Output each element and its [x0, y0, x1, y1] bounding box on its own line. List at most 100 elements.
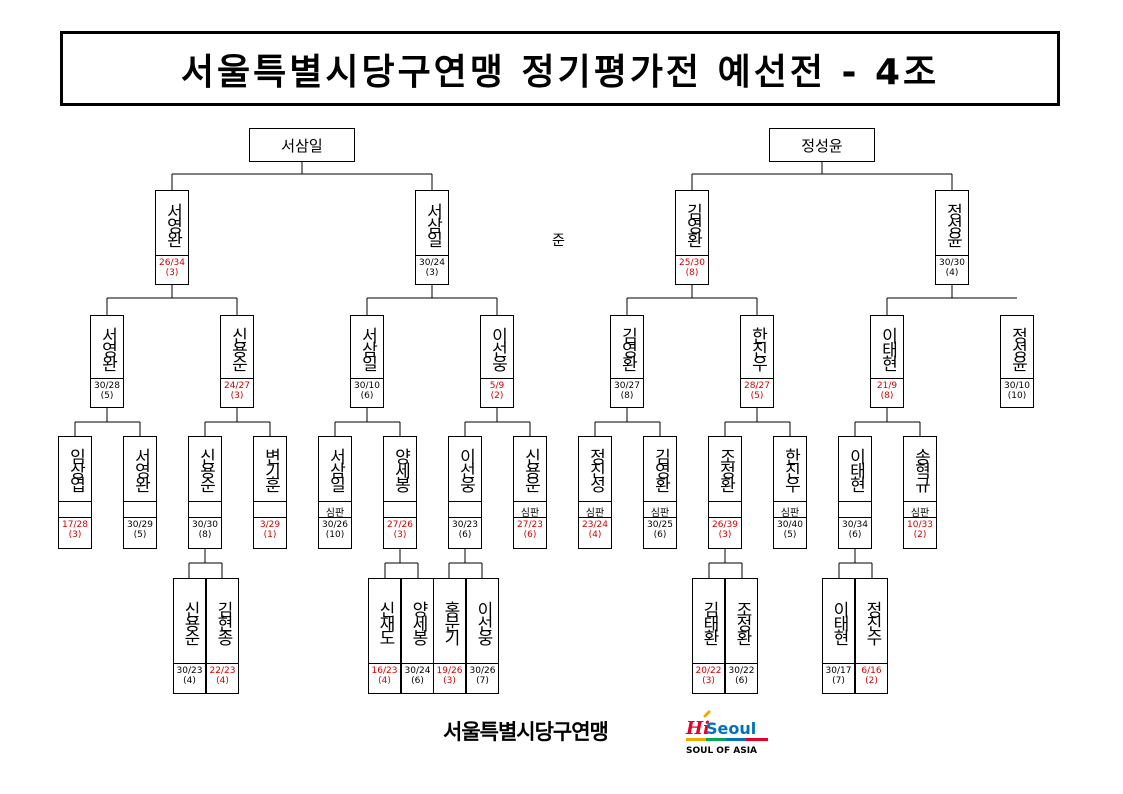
- referee-label: [189, 501, 221, 520]
- match-score: 10/33: [907, 520, 933, 530]
- player-name: 정성윤: [1007, 327, 1028, 369]
- semifinal-card: 서삼일 30/24(3): [415, 190, 449, 285]
- referee-label: [124, 501, 156, 520]
- match-rank: (8): [880, 391, 894, 401]
- match-score: 30/24: [404, 666, 431, 676]
- match-score: 30/22: [728, 666, 755, 676]
- match-rank: (3): [165, 268, 179, 278]
- match-rank: (6): [458, 530, 472, 540]
- match-rank: (3): [702, 676, 715, 686]
- svg-text:Seoul: Seoul: [706, 719, 756, 738]
- player-name: 이태현: [845, 448, 866, 490]
- match-rank: (7): [476, 676, 489, 686]
- player-name: 서삼일: [422, 203, 443, 245]
- player-name: 이태현: [829, 601, 849, 643]
- player-name: 김영환: [682, 203, 703, 245]
- match-score: 30/24: [419, 258, 445, 268]
- match-score: 6/16: [861, 666, 882, 676]
- match-rank: (3): [443, 676, 456, 686]
- referee-label: [449, 501, 481, 520]
- finalist-right: 정성윤: [769, 128, 875, 162]
- match-score: 24/27: [224, 381, 250, 391]
- page-title: 서울특별시당구연맹 정기평가전 예선전 - 4조: [60, 31, 1060, 106]
- match-score: 30/30: [939, 258, 965, 268]
- player-name: 양세봉: [408, 601, 428, 643]
- player-name: 신용순: [227, 327, 248, 369]
- middle-mark: 준: [552, 233, 565, 249]
- player-name: 정진수: [862, 601, 882, 643]
- referee-label: 심판: [579, 501, 611, 520]
- player-name: 김영환: [617, 327, 638, 369]
- match-rank: (3): [230, 391, 244, 401]
- match-rank: (10): [325, 530, 345, 540]
- match-rank: (4): [378, 676, 391, 686]
- match-score: 30/25: [647, 520, 673, 530]
- player-name: 신재도: [375, 601, 395, 643]
- match-rank: (2): [490, 391, 504, 401]
- match-score: 30/23: [452, 520, 478, 530]
- match-score: 30/10: [1004, 381, 1030, 391]
- match-rank: (6): [735, 676, 748, 686]
- match-score: 30/34: [842, 520, 868, 530]
- match-rank: (4): [216, 676, 229, 686]
- match-score: 22/23: [209, 666, 236, 676]
- svg-text:Hi: Hi: [685, 718, 710, 739]
- referee-label: 심판: [904, 501, 936, 520]
- match-score: 30/26: [322, 520, 348, 530]
- prelim-card: 신용순 30/23(4): [173, 578, 206, 694]
- match-score: 30/30: [192, 520, 218, 530]
- player-name: 이선웅: [487, 327, 508, 369]
- quarterfinal-card: 신용순 24/27(3): [220, 315, 254, 408]
- player-name: 이태현: [877, 327, 898, 369]
- match-rank: (8): [685, 268, 699, 278]
- match-score: 26/34: [159, 258, 185, 268]
- match-score: 30/27: [614, 381, 640, 391]
- match-score: 25/30: [679, 258, 705, 268]
- svg-text:SOUL OF ASIA: SOUL OF ASIA: [686, 746, 757, 756]
- match-score: 30/28: [94, 381, 120, 391]
- match-rank: (5): [750, 391, 764, 401]
- match-rank: (4): [183, 676, 196, 686]
- referee-label: [59, 501, 91, 520]
- match-rank: (4): [588, 530, 602, 540]
- player-name: 신용순: [195, 448, 216, 490]
- match-rank: (6): [653, 530, 667, 540]
- match-rank: (7): [832, 676, 845, 686]
- finalist-left: 서삼일: [249, 128, 355, 162]
- match-score: 30/29: [127, 520, 153, 530]
- match-rank: (3): [718, 530, 732, 540]
- match-score: 26/39: [712, 520, 738, 530]
- match-rank: (2): [865, 676, 878, 686]
- match-score: 16/23: [371, 666, 398, 676]
- match-score: 30/10: [354, 381, 380, 391]
- match-score: 30/23: [176, 666, 203, 676]
- player-name: 서영완: [130, 448, 151, 490]
- player-name: 김태환: [699, 601, 719, 643]
- referee-label: [709, 501, 741, 520]
- player-name: 양세봉: [390, 448, 411, 490]
- match-rank: (3): [425, 268, 439, 278]
- player-name: 신용순: [180, 601, 200, 643]
- match-rank: (4): [945, 268, 959, 278]
